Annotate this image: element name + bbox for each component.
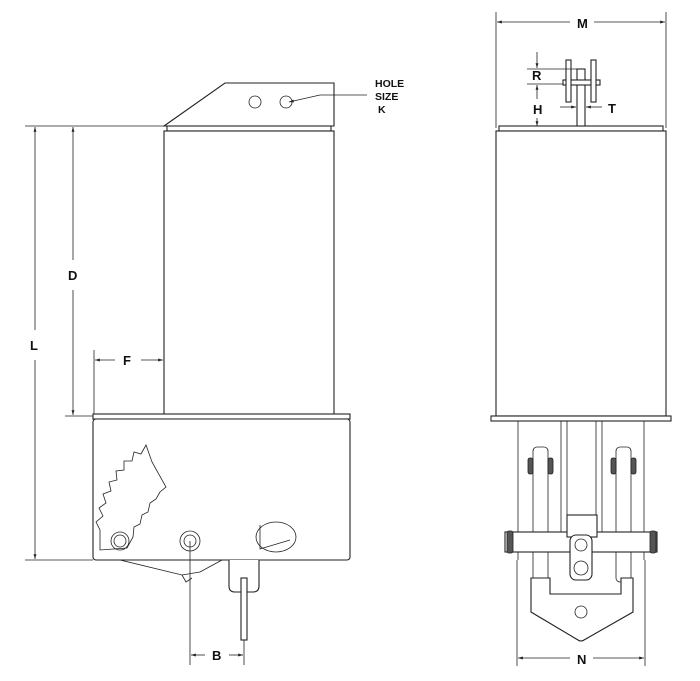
- link-plate-right: [615, 446, 632, 583]
- dim-label-n: N: [577, 652, 586, 667]
- leader-line: [288, 94, 367, 103]
- dim-label-l: L: [30, 338, 38, 353]
- slot-cam: [259, 525, 291, 550]
- dim-label-d: D: [68, 268, 77, 283]
- shaft-nut: [649, 530, 657, 554]
- shaft-nut: [506, 530, 514, 554]
- nut: [527, 457, 534, 475]
- hole-note-line1: HOLE: [375, 78, 404, 90]
- link-bolt: [574, 538, 588, 552]
- clevis-ear: [565, 59, 572, 103]
- gear-sector: [95, 444, 167, 551]
- hole-note-line3: K: [378, 104, 386, 116]
- actuator-rod: [240, 577, 248, 641]
- hole-note-line2: SIZE: [375, 91, 398, 103]
- clevis-post: [576, 68, 586, 127]
- nut: [547, 457, 554, 475]
- mounting-bracket: [162, 82, 335, 127]
- dim-label-r: R: [532, 68, 542, 83]
- housing-flange: [490, 415, 672, 422]
- link-plate-left: [532, 446, 549, 583]
- clevis-pin: [562, 79, 601, 86]
- dim-label-b: B: [212, 648, 221, 663]
- slot: [255, 521, 297, 553]
- lever-tip: [181, 574, 193, 583]
- nut: [630, 457, 637, 475]
- end-view: M R H T N: [490, 12, 672, 667]
- dim-label-h: H: [533, 102, 542, 117]
- lever-link: [119, 559, 223, 576]
- link-bolt: [573, 560, 589, 576]
- mount-hole: [248, 95, 262, 109]
- center-block: [566, 514, 598, 538]
- nut: [610, 457, 617, 475]
- pivot-pin-inner: [113, 534, 127, 548]
- dim-label-m: M: [577, 16, 588, 31]
- housing-flange: [92, 413, 351, 420]
- top-plate: [498, 125, 664, 132]
- clevis-ear: [590, 59, 597, 103]
- cylinder-body: [163, 130, 335, 417]
- side-view: L D F B HOLE SIZE K: [25, 78, 404, 665]
- bottom-hole: [574, 605, 588, 619]
- dim-label-t: T: [608, 101, 616, 116]
- center-link: [569, 534, 593, 581]
- top-plate: [166, 125, 332, 132]
- dim-label-f: F: [123, 353, 131, 368]
- cylinder-body: [495, 130, 667, 417]
- bottom-clevis-plate: [530, 577, 634, 642]
- pivot-pin: [110, 531, 130, 551]
